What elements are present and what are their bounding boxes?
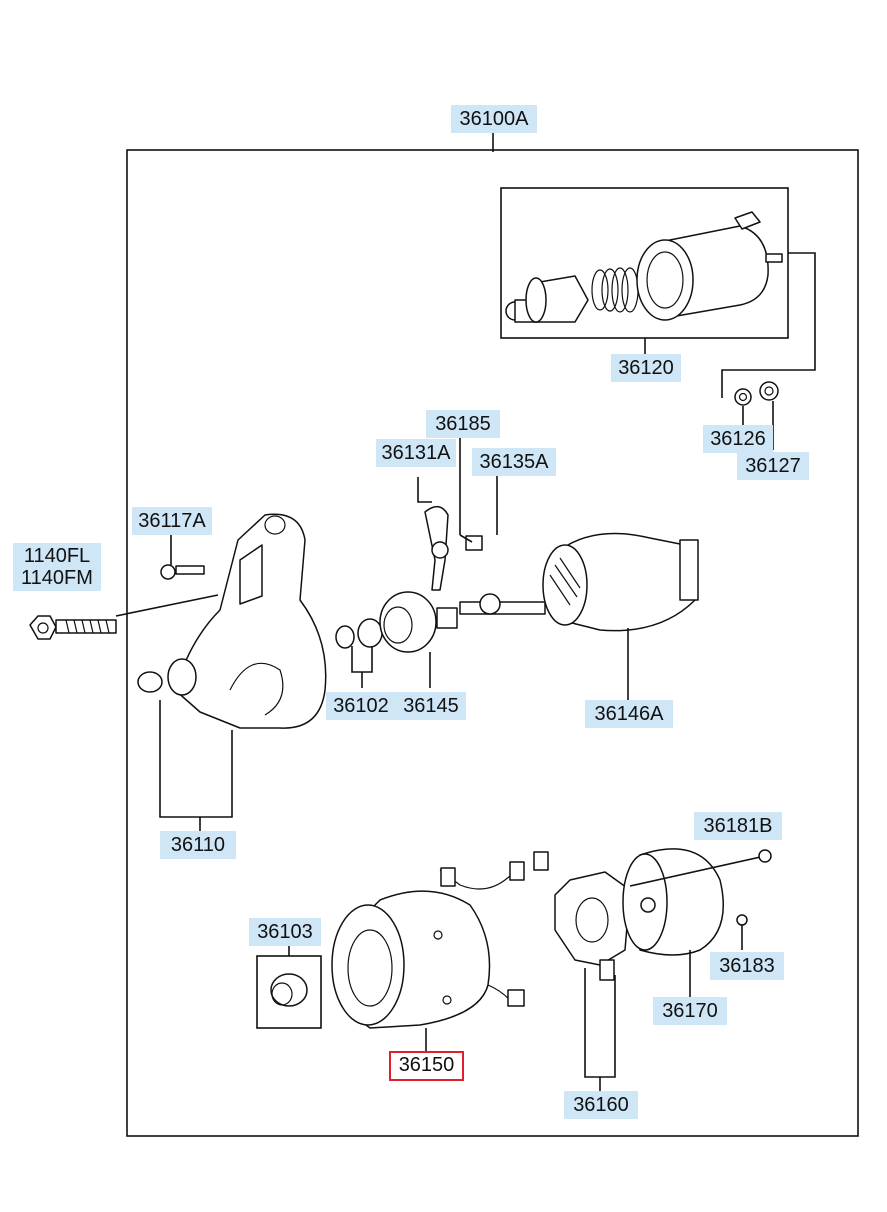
callout-36117A[interactable]: 36117A [132, 507, 212, 535]
callout-36120[interactable]: 36120 [611, 354, 681, 382]
yoke-36150 [331, 851, 549, 1052]
pinion-gear [335, 591, 458, 688]
callout-36110[interactable]: 36110 [160, 831, 236, 859]
callout-36131A[interactable]: 36131A [376, 439, 456, 467]
front-housing-36110 [137, 513, 327, 832]
washer-36126 [734, 388, 752, 425]
solenoid-assembly [500, 187, 816, 398]
callout-36150-selected[interactable]: 36150 [389, 1051, 464, 1081]
bolt-1140FL [29, 594, 219, 640]
bolt-36117A [160, 534, 205, 580]
brush-holder-36160 [554, 871, 631, 1092]
shift-lever-assembly [417, 437, 498, 591]
callout-36127[interactable]: 36127 [737, 452, 809, 480]
callout-36185[interactable]: 36185 [426, 410, 500, 438]
callout-36181B[interactable]: 36181B [694, 812, 782, 840]
callout-36100A[interactable]: 36100A [451, 105, 537, 133]
callout-36145[interactable]: 36145 [396, 692, 466, 720]
callout-36135A[interactable]: 36135A [472, 448, 556, 476]
rear-bracket-36170 [622, 848, 772, 997]
callout-36170[interactable]: 36170 [653, 997, 727, 1025]
nut-36127 [759, 381, 779, 450]
callout-36102[interactable]: 36102 [326, 692, 396, 720]
callout-36126[interactable]: 36126 [703, 425, 773, 453]
armature-36146A [459, 532, 699, 700]
callout-36103[interactable]: 36103 [249, 918, 321, 946]
callout-36146A[interactable]: 36146A [585, 700, 673, 728]
callout-36183[interactable]: 36183 [710, 952, 784, 980]
callout-36160[interactable]: 36160 [564, 1091, 638, 1119]
bushing-36103 [256, 946, 322, 1029]
